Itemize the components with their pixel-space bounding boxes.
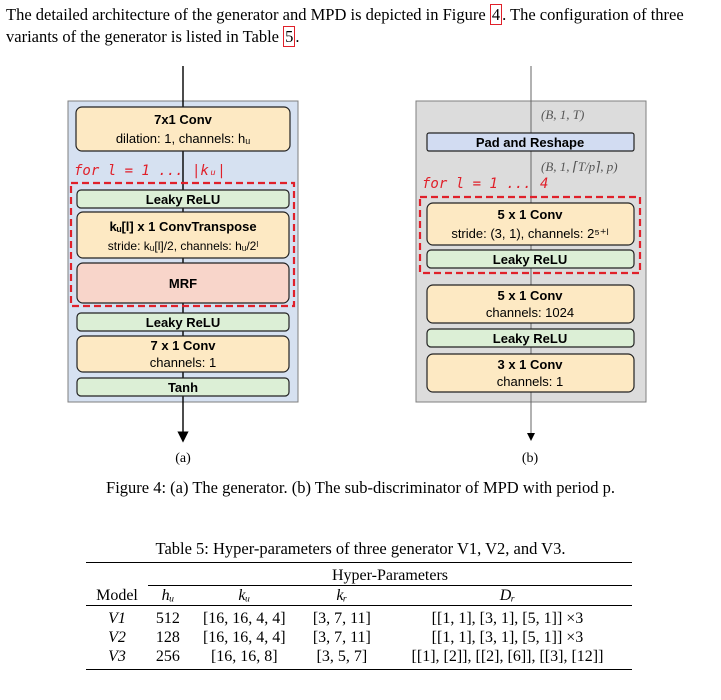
gen-tanh-label: Tanh (168, 380, 198, 395)
cell-ku: [16, 16, 4, 4] (202, 610, 286, 627)
gen-conv-out-sub: channels: 1 (150, 355, 217, 370)
table-ref-link[interactable]: 5 (283, 26, 296, 47)
cell-model: V2 (108, 629, 126, 646)
cell-ku: [16, 16, 4, 4] (202, 629, 286, 646)
figure-ref-link[interactable]: 4 (489, 4, 503, 25)
gen-convtranspose-sub: stride: kᵤ[l]/2, channels: hᵤ/2ˡ (108, 239, 259, 253)
gen-leaky-relu-1-label: Leaky ReLU (146, 192, 220, 207)
mpd-conv-3-sub: channels: 1 (497, 374, 564, 389)
mpd-conv-2-block (426, 284, 635, 324)
cell-kr: [3, 7, 11] (312, 610, 371, 627)
intro-text-2: . The configuration of three variants of… (6, 5, 684, 46)
gen-loop-box (69, 181, 296, 308)
table-group-header-row: Hyper-Parameters (86, 562, 632, 586)
mpd-pad-reshape-label: Pad and Reshape (476, 135, 584, 150)
gen-conv-out-block (76, 335, 290, 373)
cell-hu: 256 (155, 648, 180, 665)
generator-diagram: 7x1 Conv dilation: 1, channels: hᵤ for l… (67, 66, 299, 466)
mpd-leaky-relu-1-label: Leaky ReLU (493, 252, 567, 267)
intro-text-1: The detailed architecture of the generat… (6, 5, 490, 24)
gen-conv-out-title: 7 x 1 Conv (150, 338, 216, 353)
table-row: V2 128 [16, 16, 4, 4] [3, 7, 11] [[1, 1]… (86, 628, 632, 647)
mpd-conv-1-sub: stride: (3, 1), channels: 2⁵⁺ˡ (451, 226, 608, 241)
gen-conv-in-title: 7x1 Conv (154, 112, 213, 127)
gen-leaky-relu-2 (76, 312, 290, 332)
cell-dr: [[1, 1], [3, 1], [5, 1]] ×3 (431, 629, 584, 646)
cell-dr: [[1], [2]], [[2], [6]], [[3], [12]] (411, 648, 604, 665)
mpd-shape-mid: (B, 1, ⌈T/p⌉, p) (541, 159, 618, 174)
table-group-header: Hyper-Parameters (331, 567, 449, 584)
mpd-leaky-relu-1 (426, 249, 635, 269)
cell-kr: [3, 5, 7] (316, 648, 368, 665)
cell-ku: [16, 16, 8] (210, 648, 278, 665)
col-header-ku: kᵤ (187, 585, 301, 606)
figure-caption: Figure 4: (a) The generator. (b) The sub… (106, 478, 615, 497)
col-header-model: Model (96, 586, 138, 604)
mpd-conv-1-block (426, 202, 635, 246)
gen-mrf-label: MRF (169, 276, 197, 291)
gen-convtranspose-block (76, 211, 290, 259)
cell-hu: 512 (155, 610, 180, 627)
mpd-conv-1-title: 5 x 1 Conv (497, 207, 563, 222)
mpd-leaky-relu-2 (426, 328, 635, 348)
generator-subfig-label: (a) (175, 451, 191, 466)
mpd-conv-2-title: 5 x 1 Conv (497, 288, 563, 303)
gen-conv-in-block (75, 106, 291, 152)
intro-paragraph: The detailed architecture of the generat… (6, 4, 718, 48)
col-header-dr: Dᵣ (382, 585, 632, 606)
gen-leaky-relu-1 (76, 189, 290, 209)
col-header-kr: kᵣ (300, 585, 383, 606)
mpd-leaky-relu-2-label: Leaky ReLU (493, 331, 567, 346)
mpd-shape-in: (B, 1, T) (541, 107, 584, 122)
table-row: V1 512 [16, 16, 4, 4] [3, 7, 11] [[1, 1]… (86, 605, 632, 629)
mpd-conv-3-block (426, 353, 635, 393)
intro-text-3: . (295, 27, 300, 46)
col-header-hu: hᵤ (147, 585, 188, 606)
mpd-subfig-label: (b) (522, 451, 539, 466)
gen-loop-label: for l = 1 ... |kᵤ| (74, 163, 226, 179)
gen-leaky-relu-2-label: Leaky ReLU (146, 315, 220, 330)
mpd-conv-3-title: 3 x 1 Conv (497, 357, 563, 372)
gen-tanh-block (76, 377, 290, 397)
mpd-loop-label: for l = 1 ... 4 (422, 176, 548, 192)
gen-conv-in-sub: dilation: 1, channels: hᵤ (116, 131, 250, 146)
mpd-loop-box (418, 195, 642, 275)
gen-mrf-block (76, 262, 290, 304)
cell-model: V3 (108, 648, 126, 665)
cell-dr: [[1, 1], [3, 1], [5, 1]] ×3 (431, 610, 584, 627)
table-header-row: Model hᵤ kᵤ kᵣ Dᵣ (86, 585, 632, 606)
table-row: V3 256 [16, 16, 8] [3, 5, 7] [[1], [2]],… (86, 647, 632, 670)
cell-model: V1 (108, 610, 126, 627)
gen-convtranspose-title: kᵤ[l] x 1 ConvTranspose (109, 219, 256, 234)
mpd-diagram: (B, 1, T) Pad and Reshape (B, 1, ⌈T/p⌉, … (415, 66, 647, 466)
mpd-conv-2-sub: channels: 1024 (486, 305, 574, 320)
table-caption: Table 5: Hyper-parameters of three gener… (155, 539, 566, 558)
cell-kr: [3, 7, 11] (312, 629, 371, 646)
mpd-pad-reshape-block (426, 132, 635, 152)
hyperparameter-table: Hyper-Parameters Model hᵤ kᵤ kᵣ Dᵣ V1 51… (86, 562, 632, 670)
cell-hu: 128 (155, 629, 180, 646)
